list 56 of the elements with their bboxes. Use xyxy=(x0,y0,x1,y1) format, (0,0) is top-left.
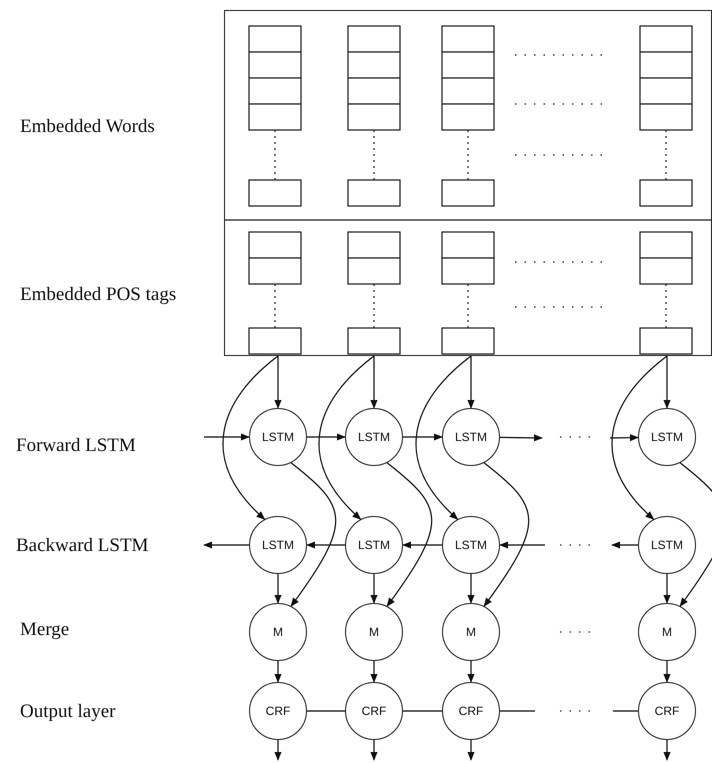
arrow xyxy=(663,574,671,604)
arrow xyxy=(370,356,378,409)
arrow xyxy=(680,462,712,607)
arrow xyxy=(484,462,530,607)
arrow xyxy=(663,661,671,683)
layer-label: Merge xyxy=(20,619,70,641)
arrow xyxy=(386,462,432,607)
arrow xyxy=(370,574,378,604)
layer-label: Backward LSTM xyxy=(16,535,148,557)
unit-circle: M xyxy=(638,603,696,661)
unit-circle: LSTM xyxy=(638,408,696,466)
unit-circle: LSTM xyxy=(249,408,307,466)
arrow xyxy=(467,740,475,761)
layer-label: Embedded POS tags xyxy=(20,284,176,306)
arrow xyxy=(203,541,249,549)
arrow xyxy=(274,574,282,604)
arrow xyxy=(290,462,336,607)
unit-circle: LSTM xyxy=(249,516,307,574)
unit-circle: CRF xyxy=(442,682,500,740)
unit-circle: CRF xyxy=(638,682,696,740)
unit-circle: M xyxy=(442,603,500,661)
arrow xyxy=(403,433,443,441)
unit-circle: LSTM xyxy=(442,408,500,466)
arrow xyxy=(610,434,639,442)
arrow xyxy=(611,541,638,549)
arrow xyxy=(500,434,543,442)
layer-label: Forward LSTM xyxy=(16,435,136,457)
unit-circle: CRF xyxy=(249,682,307,740)
arrow xyxy=(467,574,475,604)
arrow xyxy=(318,356,374,520)
arrow xyxy=(306,541,345,549)
arrow xyxy=(204,433,250,441)
arrow xyxy=(663,740,671,761)
unit-circle: CRF xyxy=(345,682,403,740)
unit-circle: M xyxy=(249,603,307,661)
arrow xyxy=(274,740,282,761)
arrow xyxy=(402,541,442,549)
arrow xyxy=(416,356,472,520)
layer-label: Output layer xyxy=(20,701,116,723)
arrow xyxy=(370,661,378,683)
arrow xyxy=(663,356,671,409)
unit-circle: M xyxy=(345,603,403,661)
unit-circle: LSTM xyxy=(345,516,403,574)
unit-circle: LSTM xyxy=(345,408,403,466)
arrow xyxy=(274,356,282,409)
unit-circle: LSTM xyxy=(638,516,696,574)
unit-circle: LSTM xyxy=(442,516,500,574)
arrow xyxy=(612,356,668,520)
arrow xyxy=(467,661,475,683)
arrow xyxy=(274,661,282,683)
arrow xyxy=(499,541,545,549)
arrow xyxy=(370,740,378,761)
arrow xyxy=(467,356,475,409)
layer-label: Embedded Words xyxy=(20,116,155,138)
arrow xyxy=(307,433,346,441)
arrow xyxy=(222,356,278,520)
